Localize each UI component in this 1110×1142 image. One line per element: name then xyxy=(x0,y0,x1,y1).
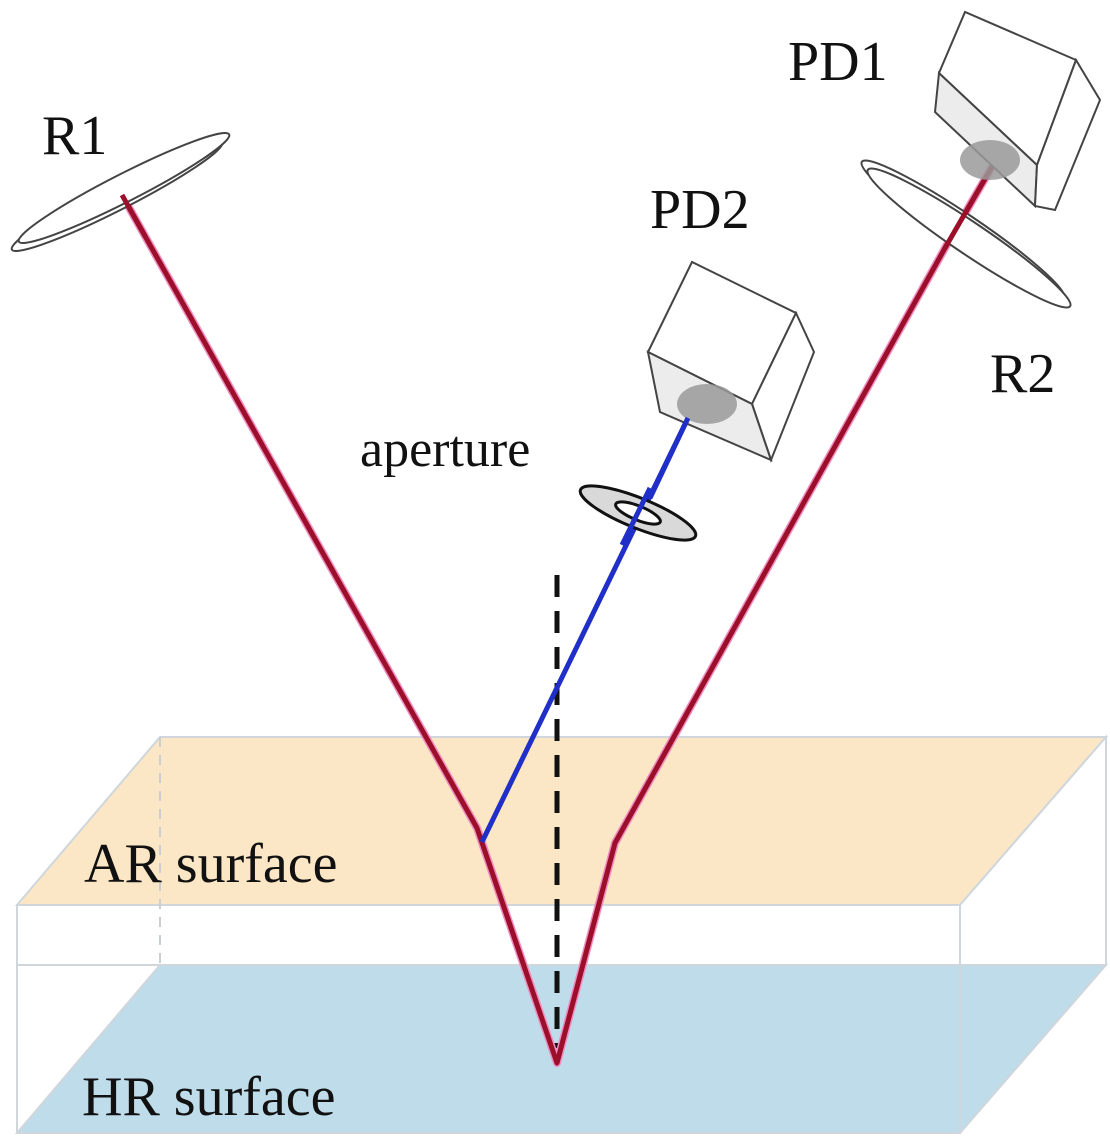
pd2-detector xyxy=(646,260,816,463)
pd2-spot xyxy=(677,384,737,424)
pd1-side-face xyxy=(1033,57,1102,212)
label-r2: R2 xyxy=(990,343,1055,405)
label-ar-surface: AR surface xyxy=(84,833,337,895)
r2-reflector xyxy=(860,159,1072,309)
reflected-beam-through-aperture xyxy=(619,486,653,547)
pd1-spot xyxy=(960,140,1020,180)
pd1-detector xyxy=(933,10,1102,212)
label-hr-surface: HR surface xyxy=(82,1066,335,1128)
main-beam-r1-end xyxy=(119,193,148,238)
label-pd2: PD2 xyxy=(650,179,750,241)
reflected-beam-into-pd2 xyxy=(647,416,691,500)
slab-front-face xyxy=(16,904,961,966)
label-pd1: PD1 xyxy=(788,31,888,93)
label-aperture: aperture xyxy=(360,421,530,478)
label-r1: R1 xyxy=(42,105,107,167)
r1-reflector xyxy=(10,131,231,253)
